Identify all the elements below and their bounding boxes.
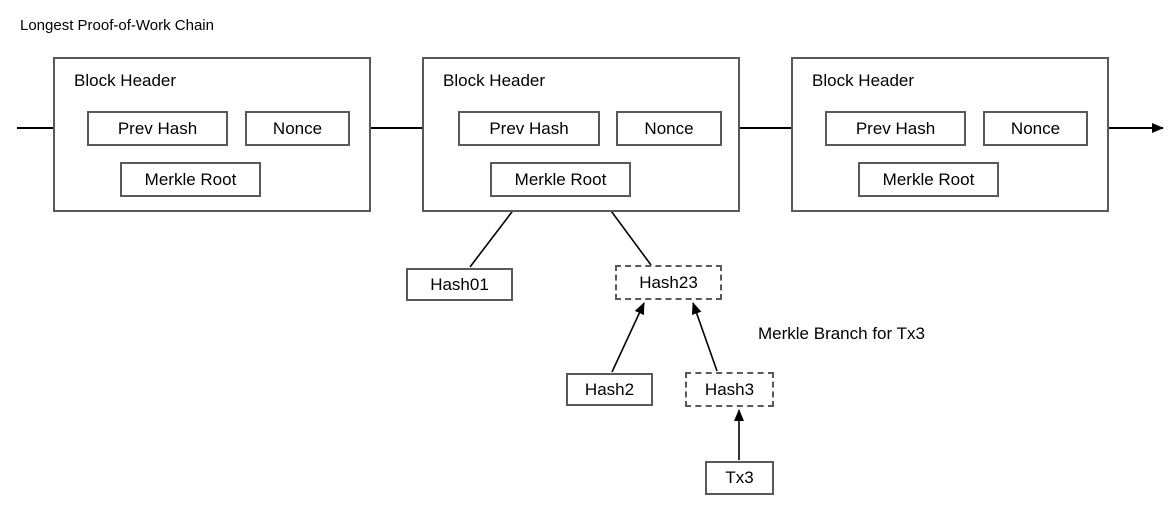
block-1-title: Block Header (74, 71, 177, 90)
block-3-prev-hash[interactable]: Prev Hash (825, 111, 966, 146)
merkle-node-hash3[interactable]: Hash3 (685, 372, 774, 407)
merkle-node-hash01[interactable]: Hash01 (406, 268, 513, 301)
figure-title: Longest Proof-of-Work Chain (20, 17, 214, 34)
merkle-node-hash2[interactable]: Hash2 (566, 373, 653, 406)
block-3-title: Block Header (812, 71, 915, 90)
merkle-node-hash23[interactable]: Hash23 (615, 265, 722, 300)
edge-hash2-to-hash23 (611, 302, 645, 373)
block-1-nonce[interactable]: Nonce (245, 111, 350, 146)
edge-hash3-to-hash23 (691, 302, 718, 372)
block-2-title: Block Header (443, 71, 546, 90)
merkle-node-tx3[interactable]: Tx3 (705, 461, 774, 495)
block-2-merkle-root[interactable]: Merkle Root (490, 162, 631, 197)
block-3-nonce[interactable]: Nonce (983, 111, 1088, 146)
block-1-prev-hash[interactable]: Prev Hash (87, 111, 228, 146)
block-1-merkle-root[interactable]: Merkle Root (120, 162, 261, 197)
block-2-nonce[interactable]: Nonce (616, 111, 722, 146)
block-3-merkle-root[interactable]: Merkle Root (858, 162, 999, 197)
block-2-prev-hash[interactable]: Prev Hash (458, 111, 600, 146)
merkle-branch-annotation: Merkle Branch for Tx3 (758, 324, 925, 343)
